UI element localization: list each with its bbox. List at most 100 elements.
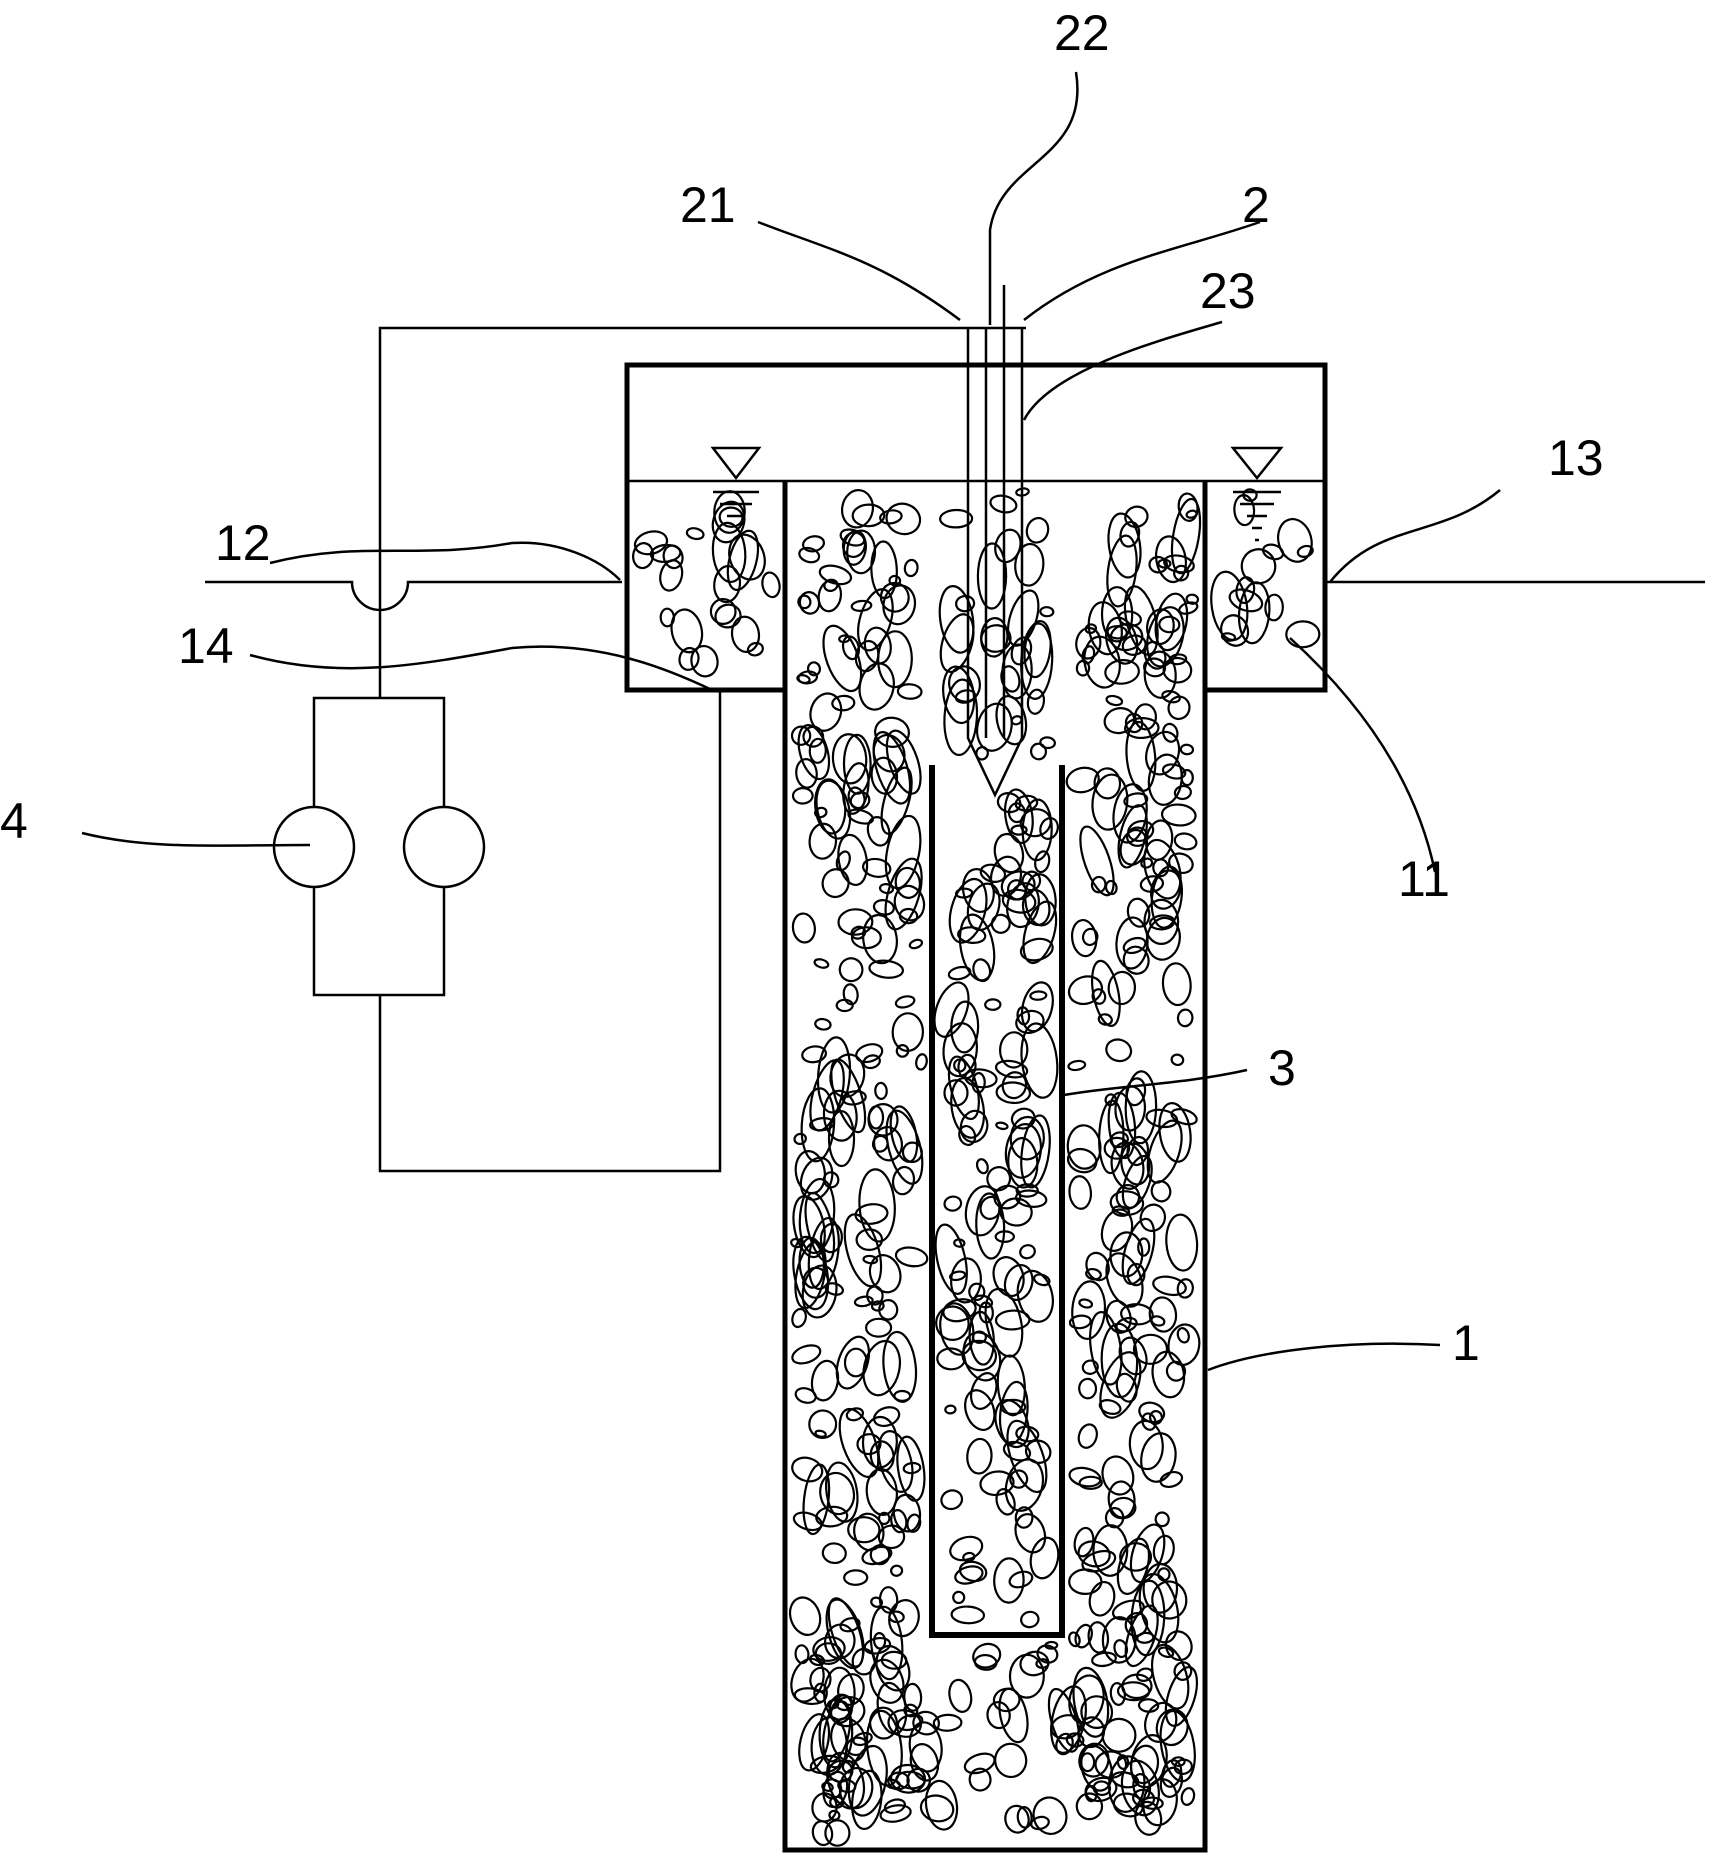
pebble — [1101, 1455, 1135, 1496]
pebble — [949, 1270, 967, 1282]
pebble — [878, 1299, 899, 1321]
pebble — [1100, 1208, 1134, 1252]
pebble — [1008, 1653, 1045, 1699]
pebble — [1173, 564, 1190, 582]
pebble — [839, 1617, 861, 1633]
pebble — [815, 779, 852, 840]
pebble — [1137, 1237, 1151, 1257]
pebble — [868, 959, 905, 979]
pebble — [1020, 1114, 1051, 1189]
pebble — [821, 868, 850, 899]
pebble — [831, 694, 856, 712]
pebble — [975, 746, 989, 761]
pebble — [935, 1305, 970, 1341]
pebble — [1103, 1136, 1131, 1160]
pebble — [1112, 1792, 1144, 1818]
pebble — [1129, 1734, 1168, 1789]
label-4: 4 — [0, 793, 28, 849]
pebble — [709, 598, 737, 625]
pebble — [1134, 1800, 1163, 1836]
pebble — [993, 1557, 1025, 1604]
pebble — [870, 1596, 884, 1608]
aggregate-pebbles — [632, 487, 1321, 1847]
pebble — [730, 615, 761, 653]
pebble — [979, 1195, 1002, 1220]
leader-3 — [1063, 1068, 1248, 1097]
pebble — [853, 1295, 874, 1308]
pebble — [1109, 1131, 1129, 1149]
pebble — [1173, 832, 1198, 851]
pebble — [1106, 625, 1128, 640]
pebble — [1020, 1610, 1040, 1629]
pebble — [1029, 742, 1048, 761]
pebble — [1152, 1275, 1187, 1297]
pebble — [1020, 981, 1054, 1033]
pebble — [1106, 534, 1138, 608]
pebble — [912, 1710, 940, 1736]
pebble — [1158, 1102, 1192, 1163]
pebble — [1111, 1205, 1131, 1217]
pebble — [1000, 870, 1036, 901]
pebble — [761, 571, 781, 599]
pebble — [810, 1359, 840, 1402]
pebble — [1068, 1568, 1103, 1596]
pebble — [841, 1090, 867, 1106]
pebble — [850, 926, 882, 950]
pebble — [1176, 1278, 1194, 1299]
pebble — [1185, 509, 1198, 519]
pebble — [994, 1059, 1029, 1079]
pebble — [1015, 1009, 1045, 1035]
pebble — [862, 857, 892, 878]
pebble — [894, 1246, 929, 1268]
pebble — [746, 641, 764, 657]
pebble — [792, 1235, 830, 1311]
pebble — [816, 1036, 852, 1114]
pebble — [1161, 962, 1192, 1007]
pebble — [851, 1769, 883, 1831]
pebble — [1124, 1604, 1159, 1668]
pebble — [1067, 975, 1104, 1006]
pile-body — [782, 481, 1208, 1853]
pebble — [1107, 1091, 1137, 1160]
power-gauge-right — [402, 805, 486, 889]
pebble — [873, 1125, 903, 1162]
pebble — [1151, 1350, 1186, 1399]
pebble — [718, 506, 744, 528]
wiring-circuit — [378, 326, 964, 1173]
pebble — [818, 564, 853, 586]
pebble — [996, 1354, 1026, 1417]
pebble — [1285, 620, 1321, 649]
pebble — [1081, 1549, 1117, 1573]
pebble — [678, 646, 700, 671]
pebble — [1143, 650, 1177, 699]
pebble — [1071, 1280, 1107, 1340]
pebble — [996, 792, 1022, 814]
probe-outer-tube — [966, 328, 1024, 798]
pebble — [852, 1731, 873, 1747]
pebble — [1119, 828, 1149, 866]
pebble — [821, 1542, 847, 1565]
pebble — [1136, 1631, 1155, 1644]
pebble — [788, 1596, 822, 1636]
probe-assembly — [964, 285, 1026, 798]
pebble — [998, 1687, 1029, 1744]
pebble — [862, 1339, 902, 1397]
pebble — [1143, 640, 1167, 670]
pebble — [958, 1560, 988, 1583]
pebble — [1126, 1135, 1149, 1167]
pebble — [939, 1302, 975, 1356]
pebble — [954, 1565, 984, 1585]
pebble — [986, 1701, 1011, 1730]
pebble — [1264, 593, 1284, 622]
pebble — [1120, 1759, 1160, 1817]
pebble — [865, 1317, 893, 1338]
pebble — [1164, 1666, 1199, 1727]
pebble — [817, 579, 843, 613]
pebble — [1091, 1651, 1117, 1668]
pebble — [670, 608, 704, 654]
pebble — [865, 1709, 903, 1787]
pebble — [867, 1103, 899, 1137]
pebble — [1087, 601, 1123, 656]
pebble — [1155, 1708, 1189, 1747]
